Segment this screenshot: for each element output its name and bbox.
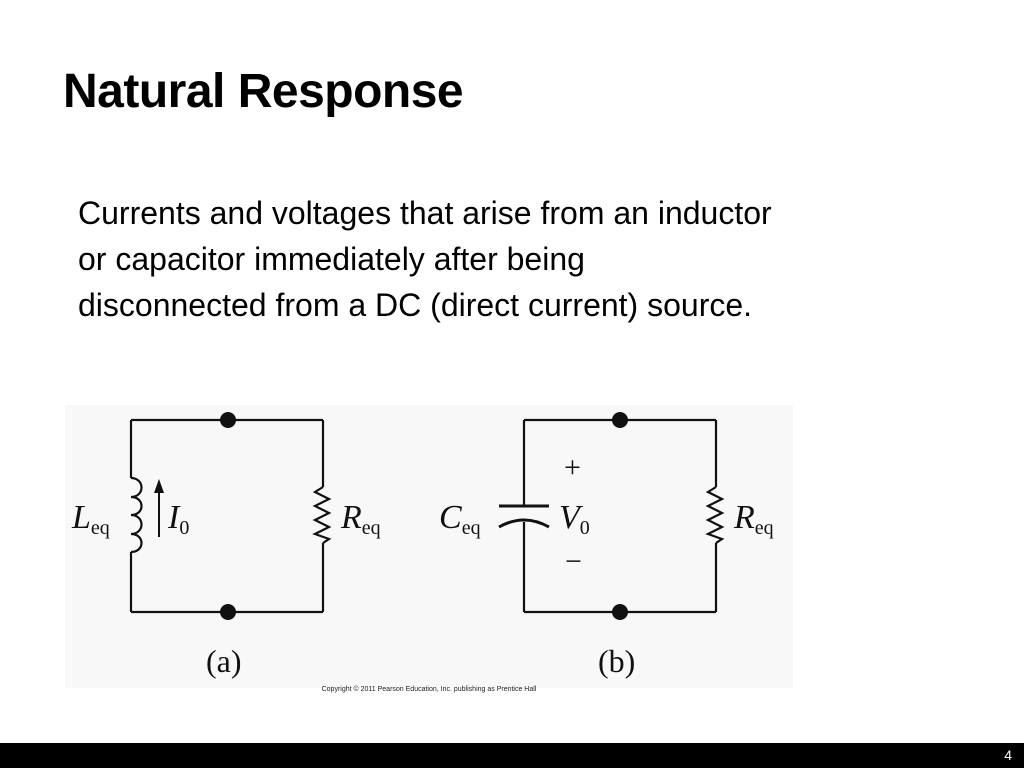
page-number: 4 bbox=[1004, 747, 1012, 763]
slide-body: Currents and voltages that arise from an… bbox=[78, 190, 978, 328]
minus-sign: − bbox=[565, 545, 582, 578]
footer-bar: 4 bbox=[0, 743, 1024, 768]
circuit-diagram: Leq I0 Req (a) Ce bbox=[71, 412, 774, 679]
capacitor-label: Ceq bbox=[439, 499, 481, 539]
plus-sign: + bbox=[564, 451, 581, 484]
body-line-2: or capacitor immediately after being bbox=[78, 241, 585, 277]
capacitor-plate-bottom bbox=[498, 518, 550, 529]
copyright-notice: Copyright © 2011 Pearson Education, Inc.… bbox=[321, 686, 537, 693]
current-arrow-head bbox=[154, 479, 164, 493]
inductor-symbol bbox=[130, 476, 143, 554]
terminal-dot bbox=[220, 412, 236, 428]
current-label: I0 bbox=[167, 499, 189, 539]
slide-title: Natural Response bbox=[63, 65, 464, 118]
caption-a: (a) bbox=[206, 643, 242, 679]
circuit-figure: Leq I0 Req (a) Ce bbox=[65, 405, 793, 688]
caption-b: (b) bbox=[598, 643, 635, 679]
terminal-dot bbox=[612, 412, 628, 428]
circuit-b bbox=[498, 418, 725, 614]
body-line-3: disconnected from a DC (direct current) … bbox=[78, 287, 753, 323]
terminal-dot bbox=[612, 604, 628, 620]
inductor-label: Leq bbox=[71, 499, 110, 539]
body-line-1: Currents and voltages that arise from an… bbox=[78, 195, 772, 231]
resistor-label-b: Req bbox=[733, 499, 774, 539]
resistor-symbol-b bbox=[705, 486, 725, 544]
resistor-symbol-a bbox=[312, 486, 332, 544]
voltage-label: V0 bbox=[559, 499, 590, 539]
terminal-dot bbox=[220, 604, 236, 620]
circuit-a bbox=[129, 418, 332, 614]
resistor-label-a: Req bbox=[340, 499, 381, 539]
